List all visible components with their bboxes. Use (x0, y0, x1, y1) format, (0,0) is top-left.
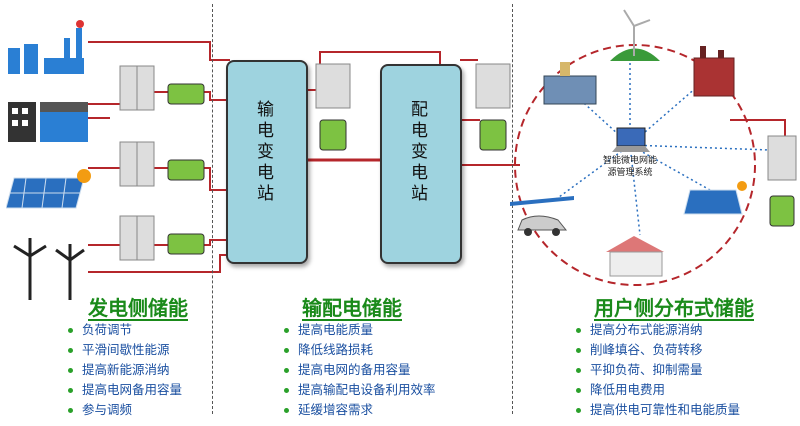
section-title-user-side: 用户侧分布式储能 (594, 296, 754, 320)
list-item: 降低线路损耗 (282, 340, 436, 360)
list-item: 提高分布式能源消纳 (574, 320, 740, 340)
battery-cabinet-icon (118, 214, 208, 268)
electric-car-icon (510, 196, 574, 236)
list-item: 平抑负荷、抑制需量 (574, 360, 740, 380)
distribution-station-label: 配电变电站 (407, 100, 427, 205)
generation-list: 负荷调节 平滑间歇性能源 提高新能源消纳 提高电网备用容量 参与调频 (66, 320, 182, 420)
battery-cabinet-icon (314, 62, 354, 156)
power-plant-icon (8, 20, 84, 74)
solar-panel-icon (6, 169, 91, 209)
solar-panel-icon (683, 181, 747, 215)
center-label-line1: 智能微电网能 (602, 156, 657, 166)
list-item: 延缓增容需求 (282, 400, 436, 420)
power-plant-icon (543, 62, 597, 105)
battery-cabinet-icon (474, 62, 514, 156)
wind-turbine-icon (13, 238, 85, 300)
center-label-line2: 源管理系统 (607, 168, 653, 178)
user-side-list: 提高分布式能源消纳 削峰填谷、负荷转移 平抑负荷、抑制需量 降低用电费用 提高供… (574, 320, 740, 420)
factory-icon (693, 46, 735, 97)
hydro-dam-icon (8, 102, 88, 142)
wind-turbine-icon (610, 9, 660, 61)
transmission-station (226, 60, 308, 264)
list-item: 参与调频 (66, 400, 182, 420)
list-item: 降低用电费用 (574, 380, 740, 400)
list-item: 提高电网的备用容量 (282, 360, 436, 380)
list-item: 削峰填谷、负荷转移 (574, 340, 740, 360)
list-item: 负荷调节 (66, 320, 182, 340)
battery-cabinet-icon (118, 64, 208, 118)
list-item: 提高供电可靠性和电能质量 (574, 400, 740, 420)
list-item: 提高电能质量 (282, 320, 436, 340)
divider-left (212, 4, 213, 414)
battery-cabinet-icon (766, 134, 800, 234)
battery-cabinet-icon (118, 140, 208, 194)
transmission-list: 提高电能质量 降低线路损耗 提高电网的备用容量 提高输配电设备利用效率 延缓增容… (282, 320, 436, 420)
list-item: 平滑间歇性能源 (66, 340, 182, 360)
distribution-station (380, 64, 462, 264)
laptop-icon (612, 127, 650, 152)
divider-right (512, 4, 513, 414)
list-item: 提高输配电设备利用效率 (282, 380, 436, 400)
section-title-transmission: 输配电储能 (302, 296, 402, 320)
house-icon (606, 236, 664, 277)
list-item: 提高电网备用容量 (66, 380, 182, 400)
list-item: 提高新能源消纳 (66, 360, 182, 380)
section-title-generation: 发电侧储能 (88, 296, 188, 320)
transmission-station-label: 输电变电站 (253, 100, 273, 205)
